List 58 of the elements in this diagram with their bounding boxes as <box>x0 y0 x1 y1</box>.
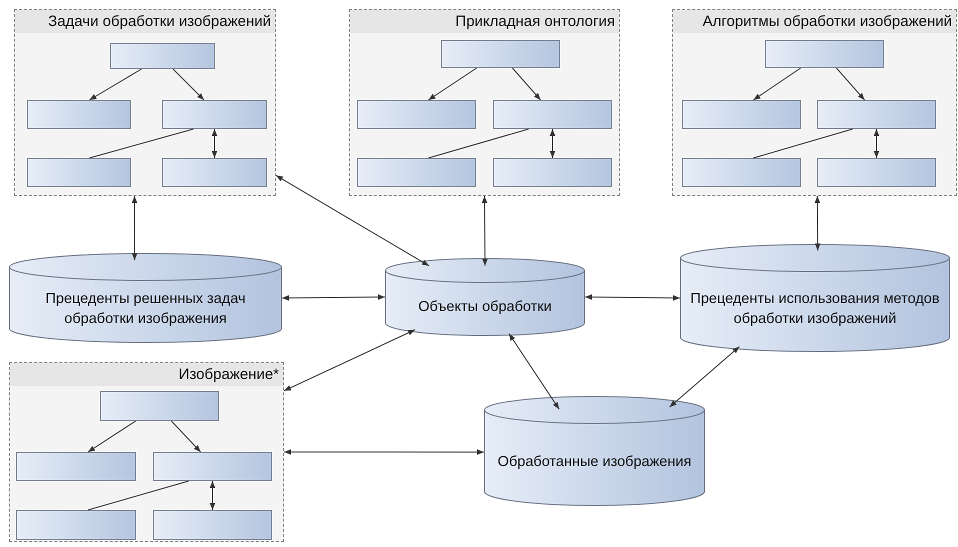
cylinder-label: Прецеденты использования методов обработки изображений <box>689 290 941 329</box>
connector-arrow <box>284 329 416 392</box>
cylinder-label: Прецеденты решенных задач обработки изображения <box>44 290 247 329</box>
connector-arrow <box>172 68 204 100</box>
empty-box <box>817 158 936 187</box>
connector-arrow <box>132 196 138 261</box>
connector-arrow <box>428 68 478 100</box>
empty-box <box>27 100 131 129</box>
empty-box <box>682 158 801 187</box>
empty-box <box>765 40 884 68</box>
connector-arrow <box>210 480 216 510</box>
empty-box <box>682 100 801 129</box>
connector-arrow <box>752 68 802 100</box>
empty-box <box>162 158 267 187</box>
empty-box <box>493 100 612 129</box>
connector-arrow <box>669 346 740 408</box>
database-cylinder <box>680 244 950 352</box>
empty-box <box>817 100 936 129</box>
empty-box <box>27 158 131 187</box>
empty-box <box>441 40 560 68</box>
empty-box <box>153 452 272 481</box>
connector-arrow <box>814 196 820 251</box>
empty-box <box>162 100 267 129</box>
connector-arrow <box>482 196 488 266</box>
cylinder-label: Объекты обработки <box>417 298 553 317</box>
panel-title: Изображение* <box>178 366 279 383</box>
panel-title: Алгоритмы обработки изображений <box>702 13 952 30</box>
database-cylinder <box>9 253 282 343</box>
connector-arrow <box>584 294 680 301</box>
empty-box <box>153 510 272 540</box>
empty-box <box>16 510 136 540</box>
connector-arrow <box>508 333 560 410</box>
connector-arrow <box>836 68 866 100</box>
group-panel <box>9 362 284 542</box>
group-panel <box>14 9 276 196</box>
empty-box <box>493 158 612 187</box>
panel-title: Задачи обработки изображений <box>48 13 271 30</box>
panel-title: Прикладная онтология <box>455 13 615 30</box>
connector-arrow <box>212 128 218 158</box>
connector-arrow <box>282 294 386 301</box>
group-panel <box>349 9 620 196</box>
connector-arrow <box>170 420 202 452</box>
cylinder-label: Обработанные изображения <box>496 453 692 472</box>
connector-arrow <box>550 128 556 158</box>
empty-box <box>110 43 215 69</box>
connector-arrow <box>88 420 136 452</box>
group-panel <box>672 9 957 196</box>
connector-arrow <box>284 449 484 455</box>
database-cylinder <box>385 258 585 336</box>
connector-arrow <box>88 68 142 100</box>
connector-arrow <box>512 68 542 100</box>
empty-box <box>100 391 219 421</box>
connector-arrow <box>276 174 430 266</box>
empty-box <box>357 158 476 187</box>
empty-box <box>16 452 136 481</box>
database-cylinder <box>484 396 705 506</box>
empty-box <box>357 100 476 129</box>
connector-arrow <box>874 128 880 158</box>
